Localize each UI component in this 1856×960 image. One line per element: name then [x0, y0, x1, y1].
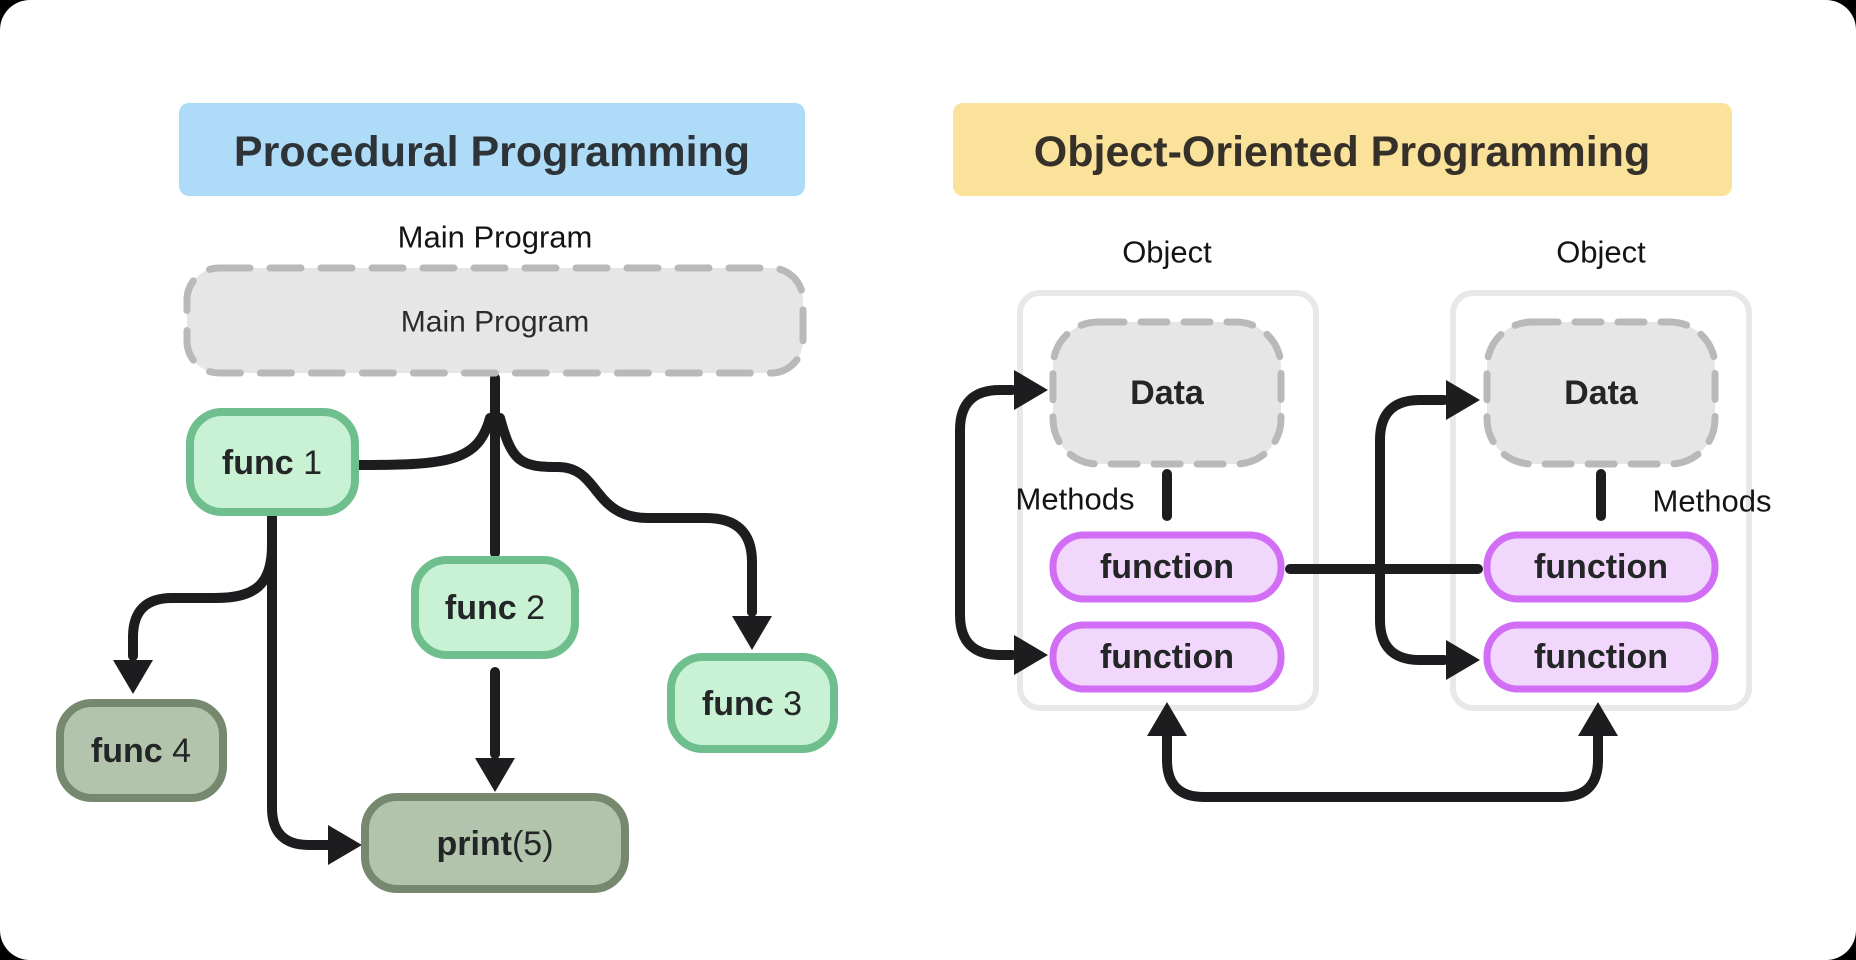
- func1-node: [186, 408, 359, 516]
- object2-function1-label: function: [1534, 548, 1668, 586]
- object1-methods-label: Methods: [1016, 482, 1135, 517]
- object2-function1-node: [1483, 531, 1719, 603]
- object1-function2-node: [1049, 621, 1285, 693]
- object2-methods-label: Methods: [1653, 484, 1772, 519]
- object1-data-box: [1049, 318, 1285, 468]
- main-program-label: Main Program: [398, 220, 593, 255]
- func2-node: [411, 556, 579, 659]
- object1-function2-label: function: [1100, 638, 1234, 676]
- object2-function2-label: function: [1534, 638, 1668, 676]
- object2-data-label: Data: [1564, 374, 1639, 412]
- object1-data-label: Data: [1130, 374, 1205, 412]
- print-node: [361, 793, 629, 893]
- procedural-title-banner: [179, 103, 805, 196]
- print-label: print(5): [436, 825, 553, 863]
- edge-object-to-object: [1162, 731, 1603, 802]
- edge-func1-to-func4: [128, 540, 277, 661]
- func3-node: [667, 653, 838, 753]
- oop-title: Object-Oriented Programming: [1034, 128, 1650, 176]
- object1-label: Object: [1122, 235, 1212, 270]
- edge-object1-methods-data-loop: [955, 385, 1017, 660]
- func3-label: func 3: [702, 685, 802, 723]
- main-program-box-label: Main Program: [401, 306, 589, 339]
- main-program-box: [183, 264, 807, 377]
- object2-label: Object: [1556, 235, 1646, 270]
- edge-main-to-func1: [353, 413, 495, 470]
- func4-label: func 4: [91, 732, 191, 770]
- oop-panel: Object-Oriented Programming Object Data …: [953, 103, 1772, 802]
- arrowhead-print-top: [475, 758, 515, 792]
- object1-function1-label: function: [1100, 548, 1234, 586]
- arrowhead-func4: [113, 660, 153, 694]
- object1-function1-node: [1049, 531, 1285, 603]
- func1-label: func 1: [222, 444, 322, 482]
- object2-data-box: [1483, 318, 1719, 468]
- func2-label: func 2: [445, 589, 545, 627]
- edge-main-to-func3: [495, 413, 757, 617]
- edge-object2-methods-data-loop: [1375, 395, 1449, 665]
- procedural-title: Procedural Programming: [234, 128, 750, 176]
- oop-title-banner: [953, 103, 1732, 196]
- arrowhead-print-left: [328, 825, 362, 865]
- func4-node: [56, 699, 227, 802]
- object2-function2-node: [1483, 621, 1719, 693]
- edge-func1-to-print: [267, 510, 333, 850]
- arrowhead-func3: [732, 616, 772, 650]
- procedural-panel: Procedural Programming Main Program Main…: [56, 103, 838, 893]
